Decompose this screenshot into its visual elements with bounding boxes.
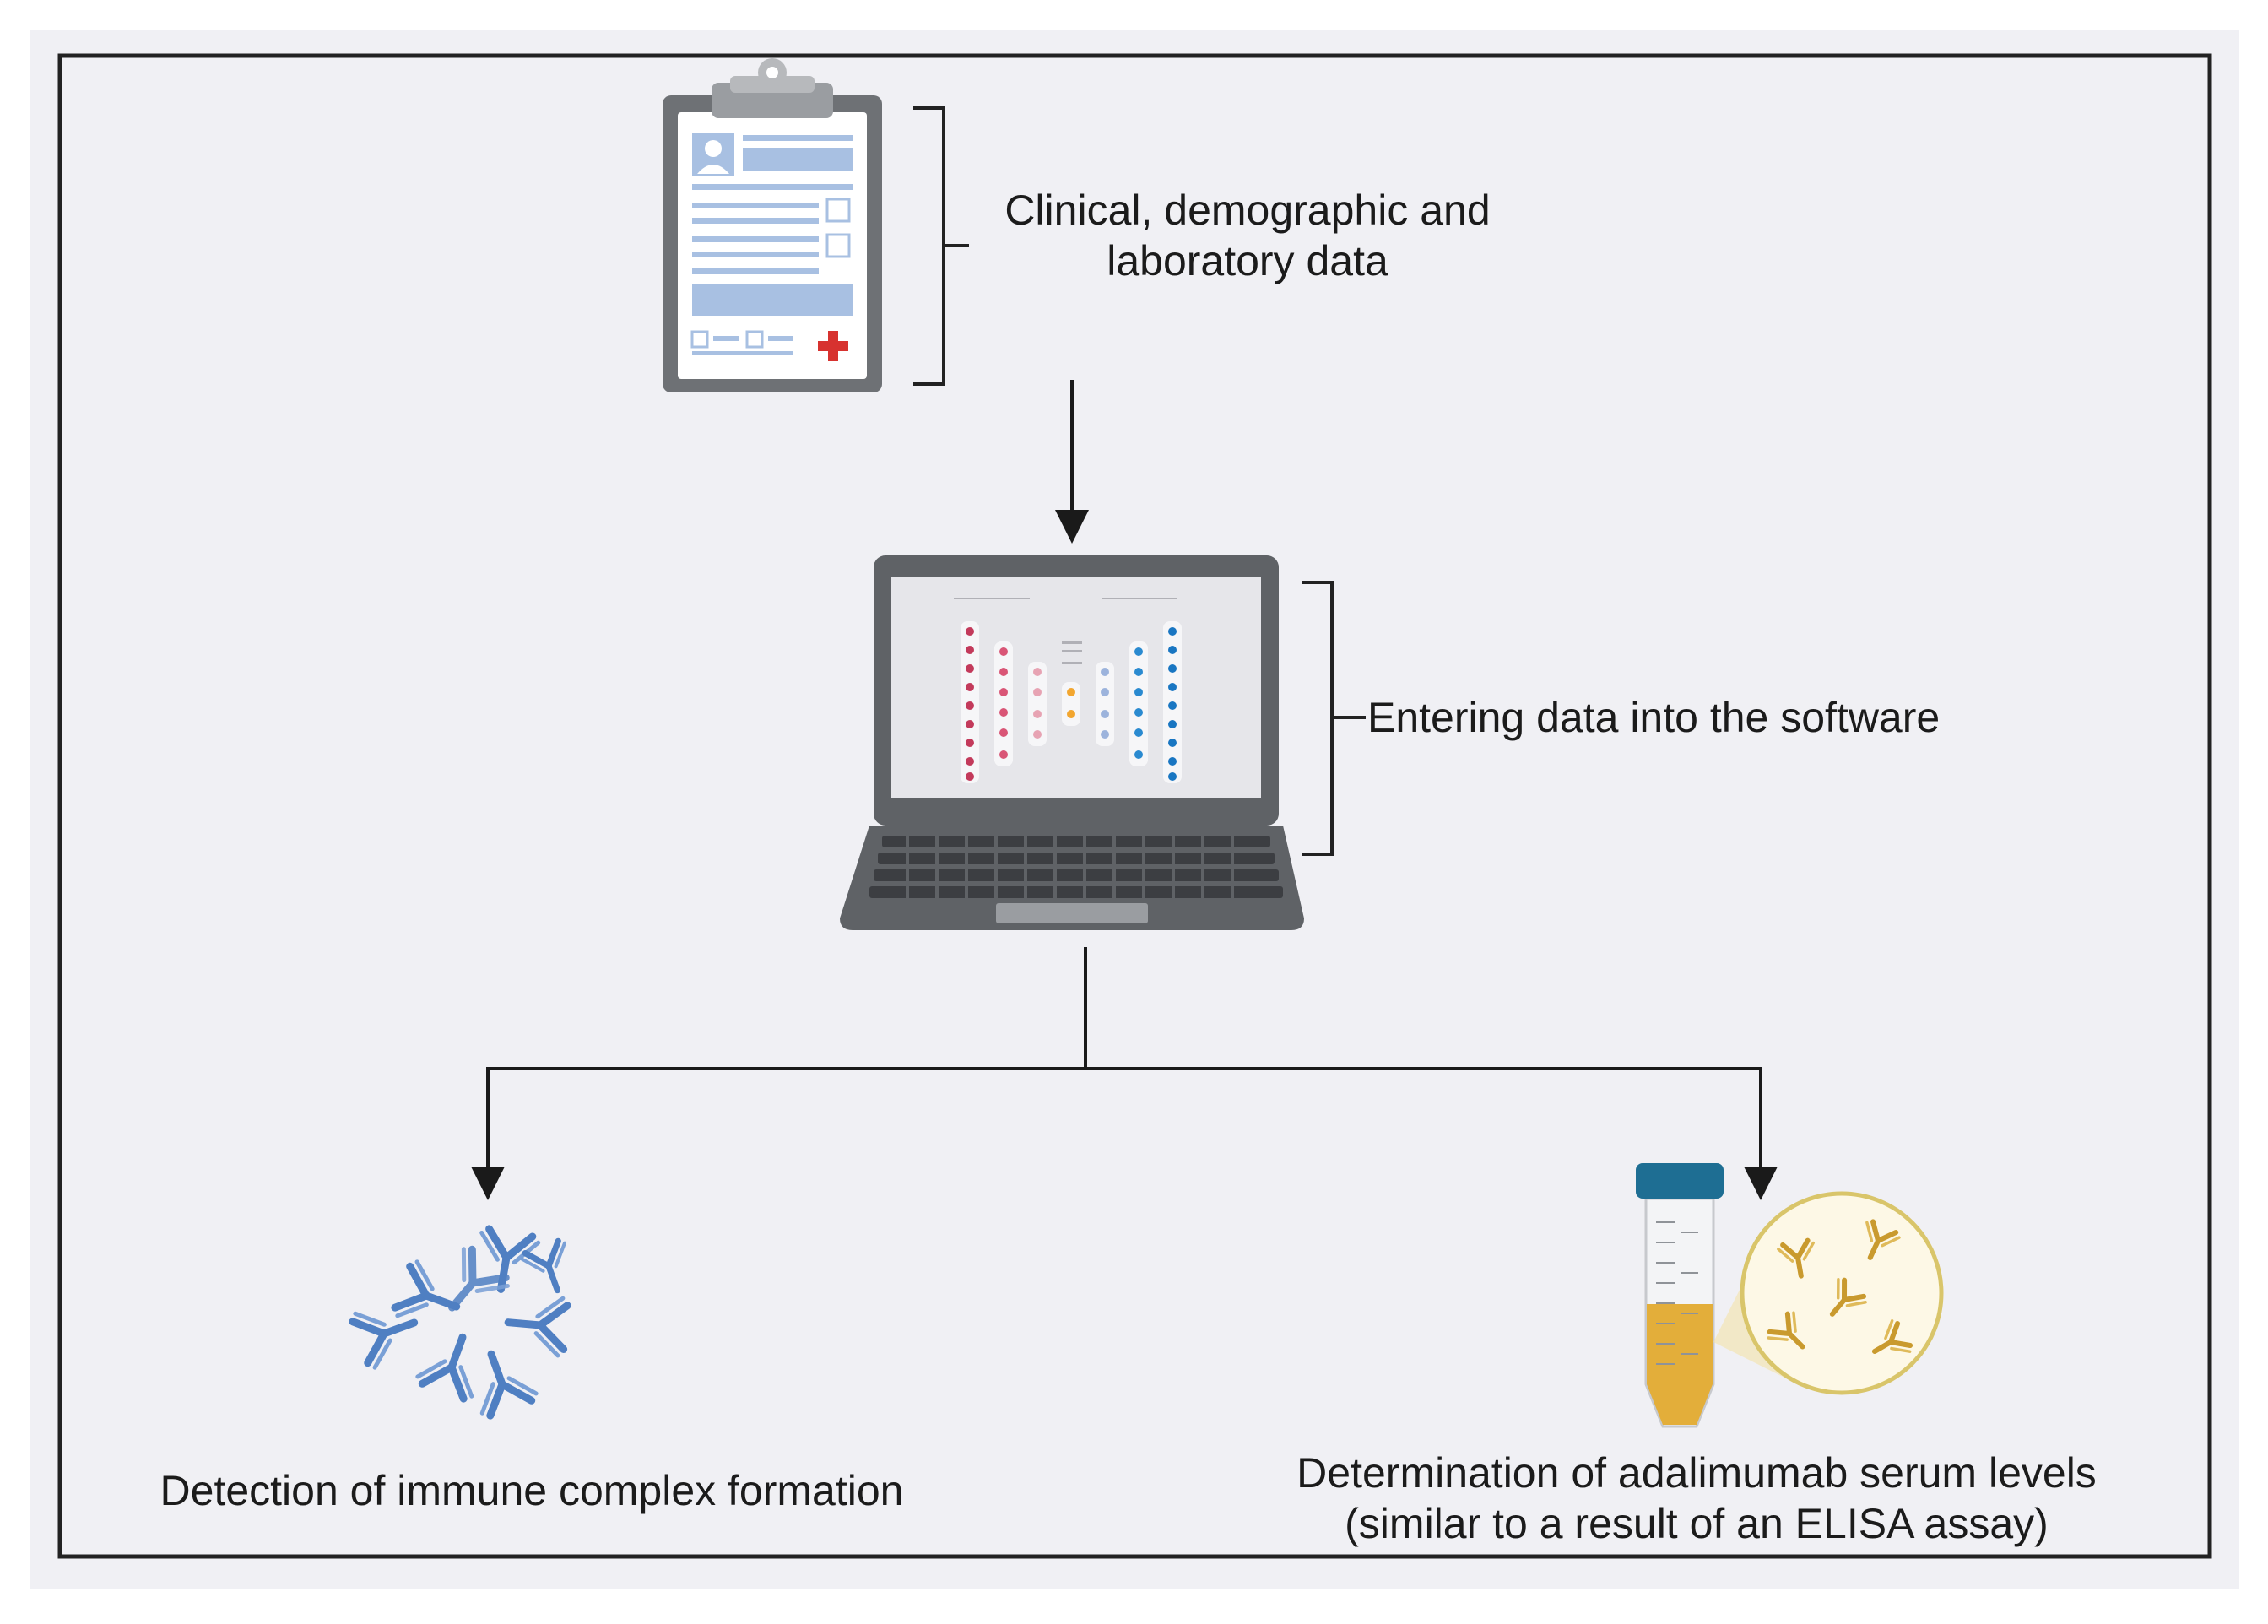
software-label: Entering data into the software: [1367, 694, 1940, 741]
clinical-data-label-line2: laboratory data: [1107, 237, 1388, 284]
serum-levels-label-line1: Determination of adalimumab serum levels: [1296, 1449, 2097, 1497]
serum-levels-label-line2: (similar to a result of an ELISA assay): [1345, 1500, 2049, 1547]
laptop-icon: [840, 555, 1304, 930]
immune-complex-label: Detection of immune complex formation: [160, 1467, 904, 1514]
figure-frame: [57, 53, 2212, 1559]
bracket-clinical: [913, 106, 969, 386]
keyboard: [869, 836, 1283, 898]
centrifuge-tube-icon: [1636, 1163, 1724, 1428]
clipboard-icon: [663, 58, 882, 392]
tube-cap: [1636, 1163, 1724, 1199]
medical-cross-icon: [818, 331, 848, 361]
clinical-data-label-line1: Clinical, demographic and: [1004, 187, 1490, 234]
branch-connector: [488, 947, 1761, 1070]
bracket-software: [1302, 581, 1366, 856]
neural-network-illustration: [954, 598, 1182, 783]
magnified-antibodies-icon: [1740, 1191, 1944, 1395]
touchpad: [996, 903, 1148, 923]
